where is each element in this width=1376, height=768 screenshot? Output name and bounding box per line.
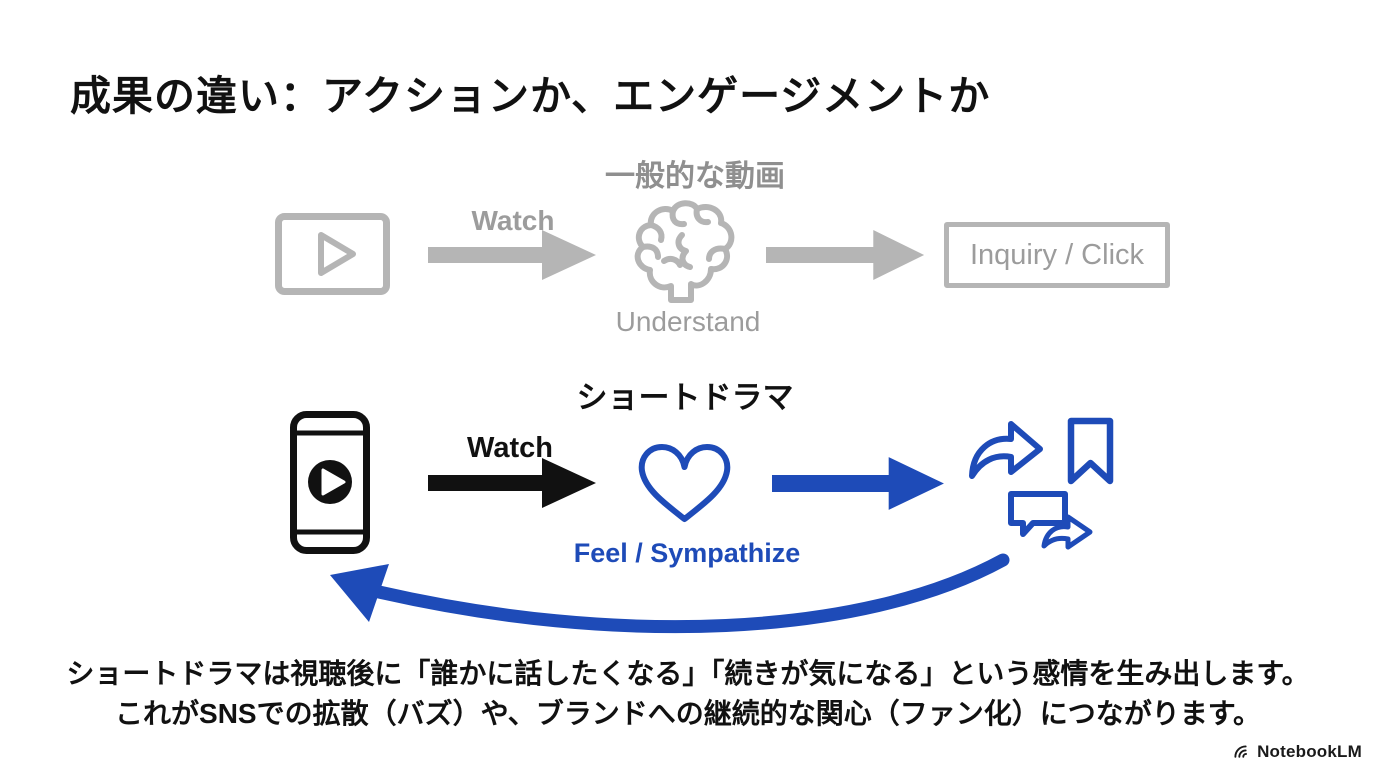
notebooklm-logo-icon [1233, 744, 1252, 760]
share-icon [965, 412, 1047, 484]
bookmark-icon [1063, 415, 1118, 487]
footer-text-line2: これがSNSでの拡散（バズ）や、ブランドへの継続的な関心（ファン化）につながりま… [115, 698, 1261, 729]
generic-flow-heading: 一般的な動画 [605, 160, 785, 193]
brain-icon [624, 199, 744, 312]
heart-icon [636, 439, 733, 529]
feel-sympathize-label: Feel / Sympathize [573, 538, 801, 568]
footer-text-line1: ショートドラマは視聴後に「誰かに話したくなる」「続きが気になる」という感情を生み… [66, 658, 1310, 689]
loop-back-arrow-icon [315, 548, 1015, 648]
understand-label: Understand [615, 306, 761, 337]
inquiry-click-box: Inquiry / Click [944, 222, 1170, 288]
gray-arrow-icon [766, 228, 926, 282]
watch-label-generic: Watch [471, 205, 555, 236]
notebooklm-badge: NotebookLM [1233, 742, 1362, 762]
page-title: 成果の違い：アクションか、エンゲージメントか [70, 73, 991, 119]
gray-arrow-icon [428, 228, 598, 282]
black-arrow-icon [428, 456, 598, 510]
short-drama-heading: ショートドラマ [576, 380, 794, 415]
video-player-icon [274, 212, 391, 296]
smartphone-play-icon [289, 410, 371, 555]
blue-arrow-icon [772, 455, 946, 512]
watch-label-drama: Watch [467, 432, 553, 464]
inquiry-click-label: Inquiry / Click [969, 238, 1145, 271]
comment-share-icon [1006, 488, 1104, 552]
notebooklm-label: NotebookLM [1257, 742, 1362, 761]
